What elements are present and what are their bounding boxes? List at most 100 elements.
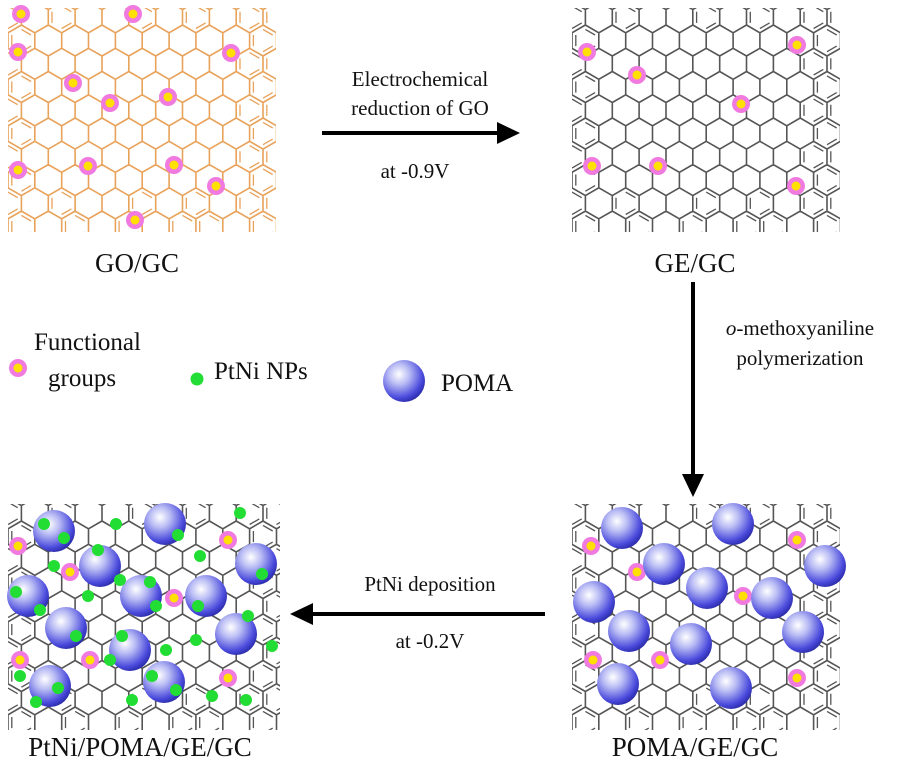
functional-group	[787, 177, 805, 195]
legend-functional-group-marker	[9, 359, 27, 377]
legend: Functional groups PtNi NPs POMA	[9, 329, 513, 402]
ptni-particle	[116, 630, 128, 642]
legend-poma-label: POMA	[441, 370, 513, 397]
ptni-particle	[114, 574, 126, 586]
ptni-particle	[170, 684, 182, 696]
ge-gc-sheet	[572, 8, 840, 232]
poma-sphere	[601, 507, 643, 549]
poma-sphere	[185, 575, 227, 617]
poma-ge-gc-sheet	[572, 503, 846, 730]
functional-group	[101, 94, 119, 112]
go-gc-sheet	[8, 5, 276, 232]
ptni-particle	[160, 644, 172, 656]
poma-ge-gc-label: POMA/GE/GC	[612, 732, 779, 762]
deposition-step: PtNi deposition at -0.2V	[290, 572, 545, 653]
poma-sphere	[33, 510, 75, 552]
ptni-particle	[192, 600, 204, 612]
ptni-particle	[48, 560, 60, 572]
functional-group	[222, 44, 240, 62]
functional-group	[578, 43, 596, 61]
functional-group	[9, 161, 27, 179]
poma-sphere	[712, 503, 754, 545]
functional-group	[628, 563, 646, 581]
functional-group	[651, 651, 669, 669]
deposition-text-line1: PtNi deposition	[364, 572, 496, 596]
legend-ptni-label: PtNi NPs	[214, 358, 308, 385]
deposition-arrow-head	[290, 603, 313, 625]
legend-ptni-marker	[190, 372, 204, 386]
reduction-arrow-head	[497, 122, 520, 144]
ptni-particle	[70, 630, 82, 642]
legend-poma-marker	[383, 360, 425, 402]
poma-sphere	[573, 581, 615, 623]
legend-functional-groups-line1: Functional	[34, 329, 141, 356]
ptni-particle	[104, 654, 116, 666]
ptni-particle	[172, 529, 184, 541]
functional-group	[734, 587, 752, 605]
functional-group	[219, 669, 237, 687]
functional-group	[649, 157, 667, 175]
ptni-particle	[126, 694, 138, 706]
functional-group	[165, 589, 183, 607]
ptni-particle	[34, 604, 46, 616]
ptni-particle	[82, 590, 94, 602]
go-gc-label: GO/GC	[95, 248, 179, 278]
poma-sphere	[45, 607, 87, 649]
functional-group	[219, 531, 237, 549]
poma-sphere	[79, 545, 121, 587]
ptni-particle	[194, 550, 206, 562]
functional-group	[81, 651, 99, 669]
legend-functional-groups-line2: groups	[48, 365, 116, 392]
hex-lattice	[572, 8, 840, 232]
functional-group	[788, 531, 806, 549]
poma-sphere	[597, 663, 639, 705]
poma-sphere	[670, 623, 712, 665]
reduction-potential: at -0.9V	[381, 159, 450, 183]
poma-sphere	[608, 610, 650, 652]
functional-group	[788, 36, 806, 54]
functional-group	[9, 43, 27, 61]
poma-sphere	[710, 667, 752, 709]
functional-group	[583, 157, 601, 175]
functional-group	[159, 88, 177, 106]
polymerization-text-line2: polymerization	[736, 346, 864, 370]
reduction-text-line2: reduction of GO	[351, 96, 489, 120]
ptni-particle	[256, 568, 268, 580]
ptni-particle	[38, 518, 50, 530]
poma-sphere	[215, 613, 257, 655]
deposition-potential: at -0.2V	[396, 629, 465, 653]
poma-sphere	[804, 545, 846, 587]
poma-sphere	[235, 543, 277, 585]
poma-sphere	[109, 629, 151, 671]
functional-group	[165, 156, 183, 174]
ptni-particle	[144, 576, 156, 588]
functional-group	[9, 537, 27, 555]
reduction-step: Electrochemical reduction of GO at -0.9V	[322, 67, 520, 183]
functional-group	[788, 669, 806, 687]
ptni-poma-ge-gc-label: PtNi/POMA/GE/GC	[28, 732, 252, 762]
ptni-particle	[242, 610, 254, 622]
ptni-particle	[110, 518, 122, 530]
ptni-poma-ge-gc-sheet	[7, 503, 280, 730]
functional-group	[582, 537, 600, 555]
polymerization-step: o-methoxyaniline polymerization	[682, 282, 874, 497]
reduction-text-line1: Electrochemical	[352, 67, 489, 91]
ptni-particle	[146, 670, 158, 682]
functional-group	[124, 5, 142, 23]
ptni-particle	[58, 532, 70, 544]
polymerization-arrow-head	[682, 474, 704, 497]
ptni-particle	[92, 544, 104, 556]
ptni-particle	[10, 586, 22, 598]
poma-sphere	[782, 611, 824, 653]
functional-group	[61, 563, 79, 581]
ptni-particle	[266, 640, 278, 652]
poma-sphere	[143, 661, 185, 703]
ptni-particle	[206, 690, 218, 702]
functional-group	[207, 177, 225, 195]
ptni-particle	[240, 694, 252, 706]
poma-sphere	[751, 577, 793, 619]
poma-sphere	[686, 567, 728, 609]
functional-group	[12, 5, 30, 23]
polymerization-text-line1: o-methoxyaniline	[726, 316, 874, 340]
